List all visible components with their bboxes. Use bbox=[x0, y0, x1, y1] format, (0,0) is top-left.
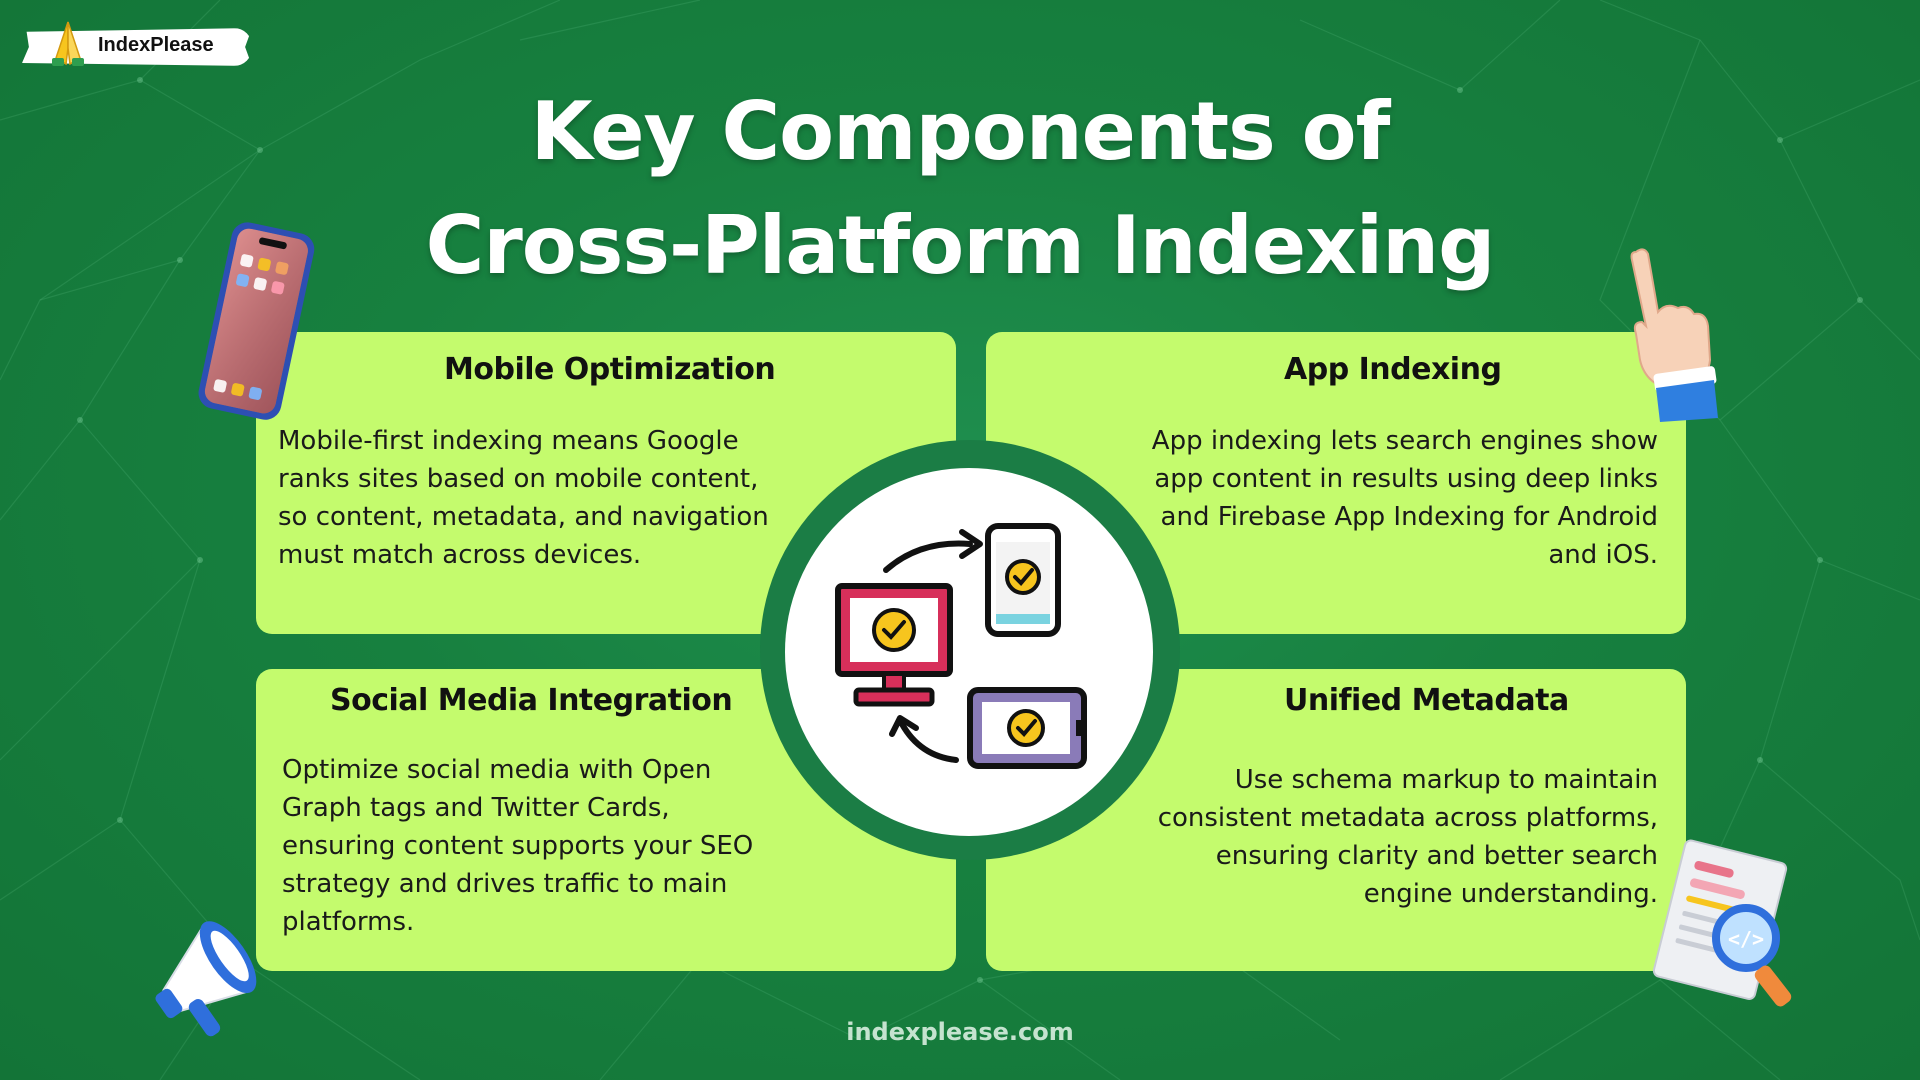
card-title: Social Media Integration bbox=[330, 683, 733, 718]
document-search-icon: </> bbox=[1652, 839, 1792, 1007]
brand-name: IndexPlease bbox=[98, 34, 214, 56]
pointing-hand-icon bbox=[1630, 248, 1718, 422]
page-title-line-2: Cross-Platform Indexing bbox=[425, 199, 1496, 292]
card-title: App Indexing bbox=[1284, 352, 1502, 387]
footer-url[interactable]: indexplease.com bbox=[846, 1018, 1074, 1046]
megaphone-icon bbox=[155, 921, 257, 1037]
svg-text:</>: </> bbox=[1728, 927, 1764, 951]
card-mobile-optimization: Mobile Optimization Mobile-first indexin… bbox=[256, 332, 956, 634]
cross-device-sync-icon bbox=[835, 523, 1087, 769]
page-title-line-1: Key Components of bbox=[530, 85, 1391, 178]
card-title: Unified Metadata bbox=[1284, 683, 1569, 718]
smartphone-icon bbox=[198, 222, 315, 420]
praying-hands-icon bbox=[52, 21, 84, 66]
card-social-media-integration: Social Media Integration Optimize social… bbox=[256, 669, 956, 971]
card-title: Mobile Optimization bbox=[444, 352, 776, 387]
